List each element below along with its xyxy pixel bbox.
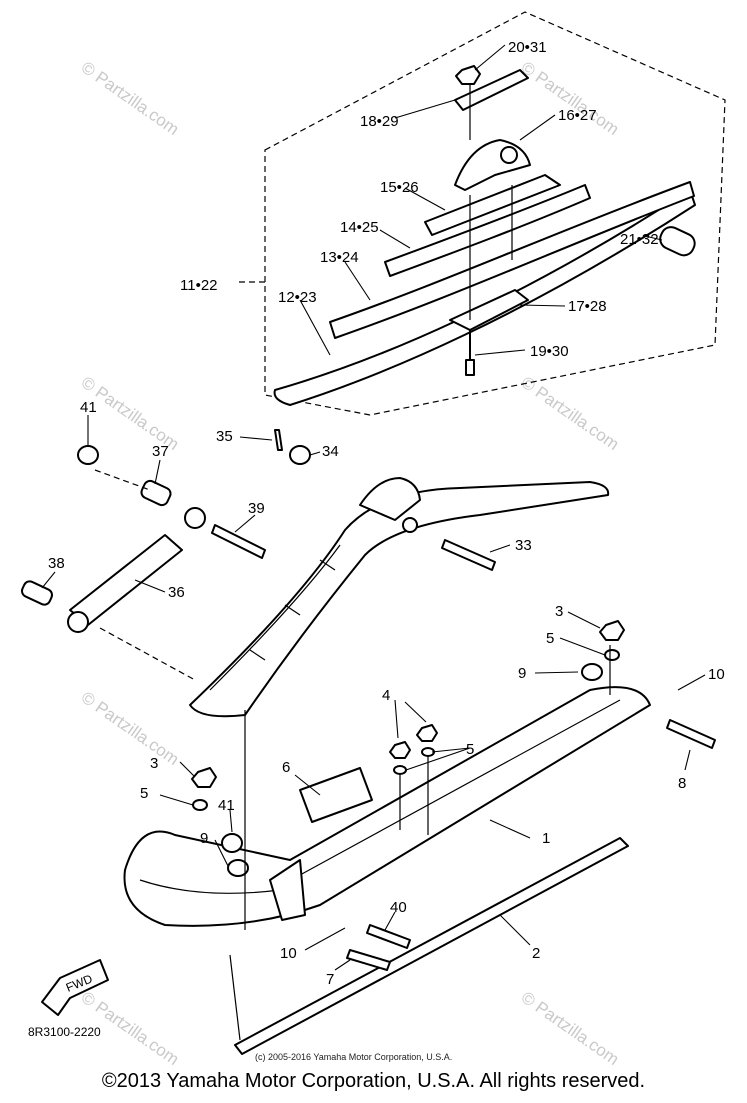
bolt-40	[366, 924, 411, 949]
callout-34: 34	[322, 443, 339, 460]
collar-37	[140, 479, 172, 507]
callout-labels: 20•31 18•29 16•27 15•26 14•25 13•24 11•2…	[48, 39, 725, 988]
fwd-arrow-icon	[41, 959, 109, 1016]
callout-17-28: 17•28	[568, 298, 607, 315]
leader-lines	[41, 44, 706, 971]
callout-9-left: 9	[200, 830, 208, 847]
leaf-15-26	[424, 174, 561, 236]
callout-39: 39	[248, 500, 265, 517]
spring-clamp-16-27	[454, 139, 531, 191]
collar-38	[20, 580, 54, 606]
callout-41-lower: 41	[218, 797, 235, 814]
shock-upper-eye	[184, 507, 206, 529]
nut-41-upper	[77, 445, 99, 465]
callout-41-upper: 41	[80, 399, 97, 416]
callout-33: 33	[515, 537, 532, 554]
fwd-arrow: FWD	[41, 959, 109, 1016]
callout-6: 6	[282, 759, 290, 776]
assembly-axis-lines	[229, 645, 611, 1041]
washer-5-right	[604, 649, 620, 661]
nut-4-a	[389, 741, 411, 759]
bolt-33	[441, 539, 496, 571]
callout-3-right: 3	[555, 603, 563, 620]
callout-2: 2	[532, 945, 540, 962]
leaf-spring-main	[189, 481, 610, 718]
callout-5-center: 5	[466, 741, 474, 758]
watermark: © Partzilla.com	[518, 988, 623, 1069]
callout-37: 37	[152, 443, 169, 460]
callout-1: 1	[542, 830, 550, 847]
leaf-spring-assembly-exploded	[273, 65, 696, 406]
spring-mount-hole	[402, 517, 418, 533]
callout-16-27: 16•27	[558, 107, 597, 124]
nut-3-left	[191, 767, 217, 788]
wear-bar-2	[234, 837, 629, 1055]
ski-1	[123, 686, 651, 927]
callout-38: 38	[48, 555, 65, 572]
small-copyright: (c) 2005-2016 Yamaha Motor Corporation, …	[255, 1052, 452, 1062]
nut-9-right	[581, 663, 603, 681]
callout-3-left: 3	[150, 755, 158, 772]
ski-edges	[139, 699, 621, 894]
callout-7: 7	[326, 971, 334, 988]
callout-10-left: 10	[280, 945, 297, 962]
callout-10-right: 10	[708, 666, 725, 683]
shock-lower-eye	[67, 611, 89, 633]
callout-12-23: 12•23	[278, 289, 317, 306]
spring-mount-clamp	[359, 477, 421, 521]
nut-20-31	[455, 65, 481, 85]
nut-9-left	[227, 859, 249, 877]
leaf-spring-segments	[209, 544, 341, 691]
diagram-code: 8R3100-2220	[28, 1025, 101, 1039]
bolt-8	[666, 719, 716, 749]
callout-21-32: 21•32	[620, 231, 659, 248]
callout-40: 40	[390, 899, 407, 916]
callout-19-30: 19•30	[530, 343, 569, 360]
callout-35: 35	[216, 428, 233, 445]
nut-41-lower	[221, 833, 243, 853]
callout-5-right: 5	[546, 630, 554, 647]
callout-36: 36	[168, 584, 185, 601]
ski-assembly	[123, 620, 716, 1055]
bolt-19-30	[465, 330, 475, 376]
watermark: © Partzilla.com	[518, 373, 623, 454]
callout-9-right: 9	[518, 665, 526, 682]
bushing-21-32	[659, 226, 696, 257]
callout-13-24: 13•24	[320, 249, 359, 266]
callout-11-22: 11•22	[180, 277, 218, 294]
nut-4-b	[416, 724, 438, 742]
leaf-spring-assembled	[189, 477, 610, 718]
bracket-18-29	[454, 69, 529, 111]
ski-saddle-6	[299, 767, 373, 823]
callout-18-29: 18•29	[360, 113, 399, 130]
cotter-pin-35	[274, 429, 283, 451]
watermark: © Partzilla.com	[518, 58, 623, 139]
bolt-7	[346, 949, 391, 971]
callout-20-31: 20•31	[508, 39, 547, 56]
callout-4: 4	[382, 687, 390, 704]
leaf-14-25	[384, 184, 591, 277]
assembly-guides	[94, 469, 196, 681]
washer-5-left	[192, 799, 208, 811]
copyright-notice: ©2013 Yamaha Motor Corporation, U.S.A. A…	[101, 1070, 646, 1092]
watermark: © Partzilla.com	[78, 58, 183, 139]
callout-8: 8	[678, 775, 686, 792]
nut-34	[289, 445, 311, 465]
shock-body	[69, 534, 183, 626]
callout-5-left: 5	[140, 785, 148, 802]
callout-15-26: 15•26	[380, 179, 419, 196]
ski-spindle-bracket	[269, 859, 306, 921]
watermark: © Partzilla.com	[78, 688, 183, 769]
clamp-bolt-hole	[500, 146, 518, 164]
bolt-39	[211, 524, 266, 559]
washer-5-a	[393, 765, 407, 775]
assembly-axis-lines	[469, 84, 513, 320]
nut-3-right	[599, 620, 625, 641]
callout-14-25: 14•25	[340, 219, 379, 236]
leaf-12-23	[273, 189, 696, 406]
exploded-view-frame	[264, 11, 726, 416]
shock-absorber-36	[20, 429, 496, 681]
